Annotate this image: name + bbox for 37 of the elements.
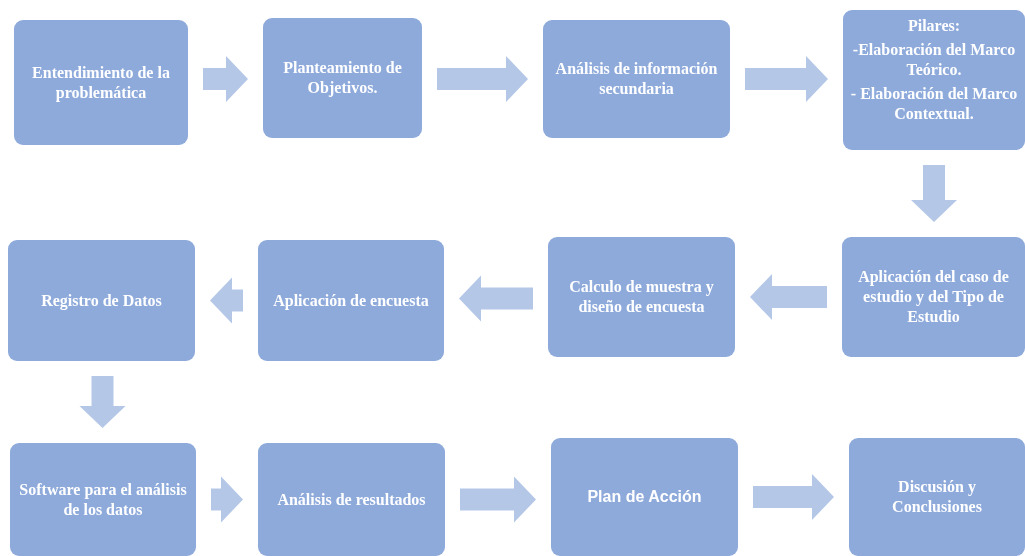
block-arrow	[437, 56, 528, 102]
process-box	[14, 20, 188, 145]
box-text: - Elaboración del Marco Contextual.	[849, 84, 1019, 124]
process-box	[543, 20, 730, 138]
box-text: Calculo de muestra y diseño de encuesta	[568, 277, 715, 317]
box-text: Planteamiento de Objetivos.	[282, 58, 403, 98]
process-box	[258, 240, 444, 361]
process-box	[843, 10, 1025, 150]
box-text: Entendimiento de la problemática	[31, 62, 171, 103]
process-box	[842, 237, 1025, 357]
box-text: Análisis de resultados	[277, 489, 426, 510]
block-arrow	[745, 56, 828, 102]
box-text: Análisis de información secundaria	[554, 59, 719, 99]
box-text: Software para el análisis de los datos	[18, 479, 188, 520]
block-arrow	[911, 165, 957, 222]
block-arrow	[211, 476, 243, 523]
block-arrow	[203, 56, 248, 102]
process-box	[551, 438, 738, 556]
process-box	[8, 240, 195, 361]
process-box	[263, 18, 422, 138]
block-arrow	[753, 474, 834, 520]
box-text: Pilares:	[907, 16, 961, 36]
process-box	[849, 438, 1025, 556]
block-arrow	[750, 274, 827, 320]
process-box	[258, 443, 445, 556]
block-arrow	[210, 277, 243, 324]
box-text: Plan de Acción	[587, 487, 702, 507]
process-box	[548, 237, 735, 357]
process-box	[10, 443, 196, 556]
box-text: -Elaboración del Marco Teórico.	[851, 40, 1017, 80]
block-arrow	[459, 275, 533, 322]
box-text: Discusión y Conclusiones	[891, 477, 983, 517]
block-arrow	[460, 476, 536, 523]
box-text: Registro de Datos	[41, 290, 162, 311]
block-arrow	[79, 376, 126, 428]
box-text: Aplicación del caso de estudio y del Tipo de Estudio	[857, 267, 1010, 327]
box-text: Aplicación de encuesta	[273, 290, 429, 311]
